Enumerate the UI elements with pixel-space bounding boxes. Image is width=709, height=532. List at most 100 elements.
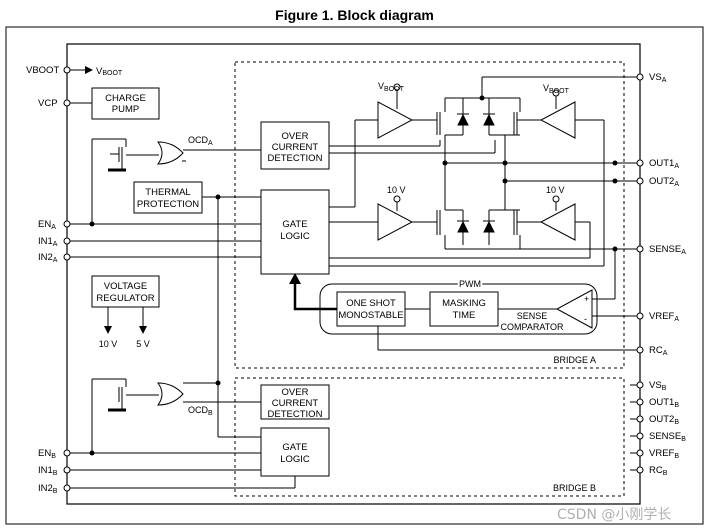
bridge-a-label: BRIDGE A: [553, 355, 596, 365]
pin-vcp: [63, 99, 71, 107]
outer-frame: [5, 26, 704, 525]
left-pins: VBOOT VBOOT VCP ENA IN1A IN2A ENB IN1B I…: [26, 65, 123, 495]
pin-in1-b-label: IN1B: [38, 465, 58, 477]
pin-en-b: [63, 449, 71, 457]
feedback-arrow-head: [289, 273, 301, 284]
svg-text:MONOSTABLE: MONOSTABLE: [338, 310, 403, 321]
pin-rc-a-label: RCA: [649, 345, 668, 357]
or-gate-a: [157, 141, 184, 165]
bridge-a-region: [234, 61, 625, 369]
svg-text:COMPARATOR: COMPARATOR: [500, 322, 564, 332]
pin-sense-a-label: SENSEA: [649, 244, 686, 256]
pin-sense-b: [636, 432, 644, 440]
masking-time-block: MASKING TIME: [429, 291, 499, 327]
vboot-left-label: VBOOT: [378, 81, 405, 93]
charge-pump-block: CHARGE PUMP: [91, 87, 160, 120]
watermark: CSDN @小刚学长: [557, 507, 671, 523]
svg-text:LOGIC: LOGIC: [280, 231, 310, 242]
open-drain-transistor-b: [92, 378, 159, 412]
pin-en-a-label: ENA: [38, 219, 56, 231]
pin-vcp-label: VCP: [38, 98, 58, 109]
svg-text:VOLTAGE: VOLTAGE: [104, 281, 147, 292]
pin-en-a: [63, 220, 71, 228]
or-gate-b: [157, 382, 184, 406]
svg-text:THERMAL: THERMAL: [145, 187, 190, 198]
pin-out1-a-label: OUT1A: [649, 158, 679, 170]
svg-text:DETECTION: DETECTION: [268, 409, 323, 420]
over-current-block-a: OVER CURRENT DETECTION: [260, 121, 330, 170]
chip-body: [66, 43, 641, 505]
bridge-b-label: BRIDGE B: [553, 483, 596, 493]
svg-text:SENSE: SENSE: [517, 311, 548, 321]
voltage-regulator-block: VOLTAGE REGULATOR: [91, 275, 160, 308]
pin-in1-a-label: IN1A: [38, 236, 58, 248]
open-drain-transistor-a: [92, 138, 159, 172]
ten-v-left-label: 10 V: [387, 185, 406, 195]
pin-vs-a-label: VSA: [649, 72, 667, 84]
svg-text:DETECTION: DETECTION: [268, 153, 323, 164]
pin-vs-a: [636, 73, 644, 81]
pin-in2-a: [63, 253, 71, 261]
vboot-arrow-label: VBOOT: [96, 66, 123, 77]
comp-minus: -: [584, 314, 587, 324]
gate-logic-block-b: GATE LOGIC: [260, 427, 330, 477]
pin-vs-b: [636, 381, 644, 389]
pin-out2-a-label: OUT2A: [649, 176, 679, 188]
pin-in2-a-label: IN2A: [38, 252, 58, 264]
pin-out2-b-label: OUT2B: [649, 414, 679, 426]
pin-in2-b-label: IN2B: [38, 483, 58, 495]
svg-text:PUMP: PUMP: [112, 104, 139, 115]
ocd-a-label: OCDA: [188, 135, 213, 147]
pin-vref-b-label: VREFB: [649, 448, 679, 460]
pin-out1-b: [636, 398, 644, 406]
svg-text:CURRENT: CURRENT: [272, 398, 319, 409]
pin-out2-a: [636, 177, 644, 185]
figure-title: Figure 1. Block diagram: [275, 7, 434, 23]
pin-vref-b: [636, 449, 644, 457]
pin-in1-a: [63, 237, 71, 245]
svg-text:TIME: TIME: [453, 310, 476, 321]
gate-driver-low-left: 10 V: [377, 185, 414, 241]
pin-out1-a: [636, 159, 644, 167]
h-bridge-a: [412, 76, 637, 250]
pwm-label: PWM: [459, 279, 481, 289]
pin-out2-b: [636, 415, 644, 423]
svg-text:GATE: GATE: [282, 219, 307, 230]
pin-in1-b: [63, 466, 71, 474]
gate-driver-high-left: VBOOT: [377, 81, 414, 139]
svg-text:GATE: GATE: [282, 442, 307, 453]
svg-text:OVER: OVER: [282, 131, 309, 142]
svg-text:PROTECTION: PROTECTION: [137, 199, 199, 210]
pin-rc-b: [636, 466, 644, 474]
regulator-outputs: 10 V 5 V: [99, 307, 150, 349]
pin-en-b-label: ENB: [38, 448, 56, 460]
svg-text:OVER: OVER: [282, 387, 309, 398]
wires-gate-to-drivers: [329, 119, 637, 351]
junction-dots-left: [89, 194, 221, 456]
pin-vref-a: [636, 312, 644, 320]
pin-vs-b-label: VSB: [649, 380, 667, 392]
pin-rc-a: [636, 346, 644, 354]
ocd-b-label: OCDB: [188, 405, 213, 417]
wires-left: [70, 139, 296, 489]
svg-text:ONE SHOT: ONE SHOT: [346, 298, 396, 309]
reg-5v-label: 5 V: [136, 339, 150, 349]
thermal-protection-block: THERMAL PROTECTION: [133, 181, 203, 214]
vboot-right-label: VBOOT: [543, 83, 570, 95]
pin-vref-a-label: VREFA: [649, 311, 679, 323]
pin-out1-b-label: OUT1B: [649, 397, 679, 409]
svg-text:CURRENT: CURRENT: [272, 142, 319, 153]
pin-vboot-label: VBOOT: [26, 65, 59, 76]
gate-logic-block-a: GATE LOGIC: [260, 189, 330, 275]
sense-comparator: + - SENSE COMPARATOR: [500, 289, 593, 332]
reg-10v-label: 10 V: [99, 339, 118, 349]
over-current-block-b: OVER CURRENT DETECTION: [260, 384, 330, 420]
pin-sense-b-label: SENSEB: [649, 431, 686, 443]
one-shot-block: ONE SHOT MONOSTABLE: [336, 291, 406, 327]
svg-text:CHARGE: CHARGE: [105, 93, 146, 104]
pin-in2-b: [63, 484, 71, 492]
pin-rc-b-label: RCB: [649, 465, 668, 477]
comp-plus: +: [584, 294, 589, 304]
svg-text:REGULATOR: REGULATOR: [96, 293, 154, 304]
